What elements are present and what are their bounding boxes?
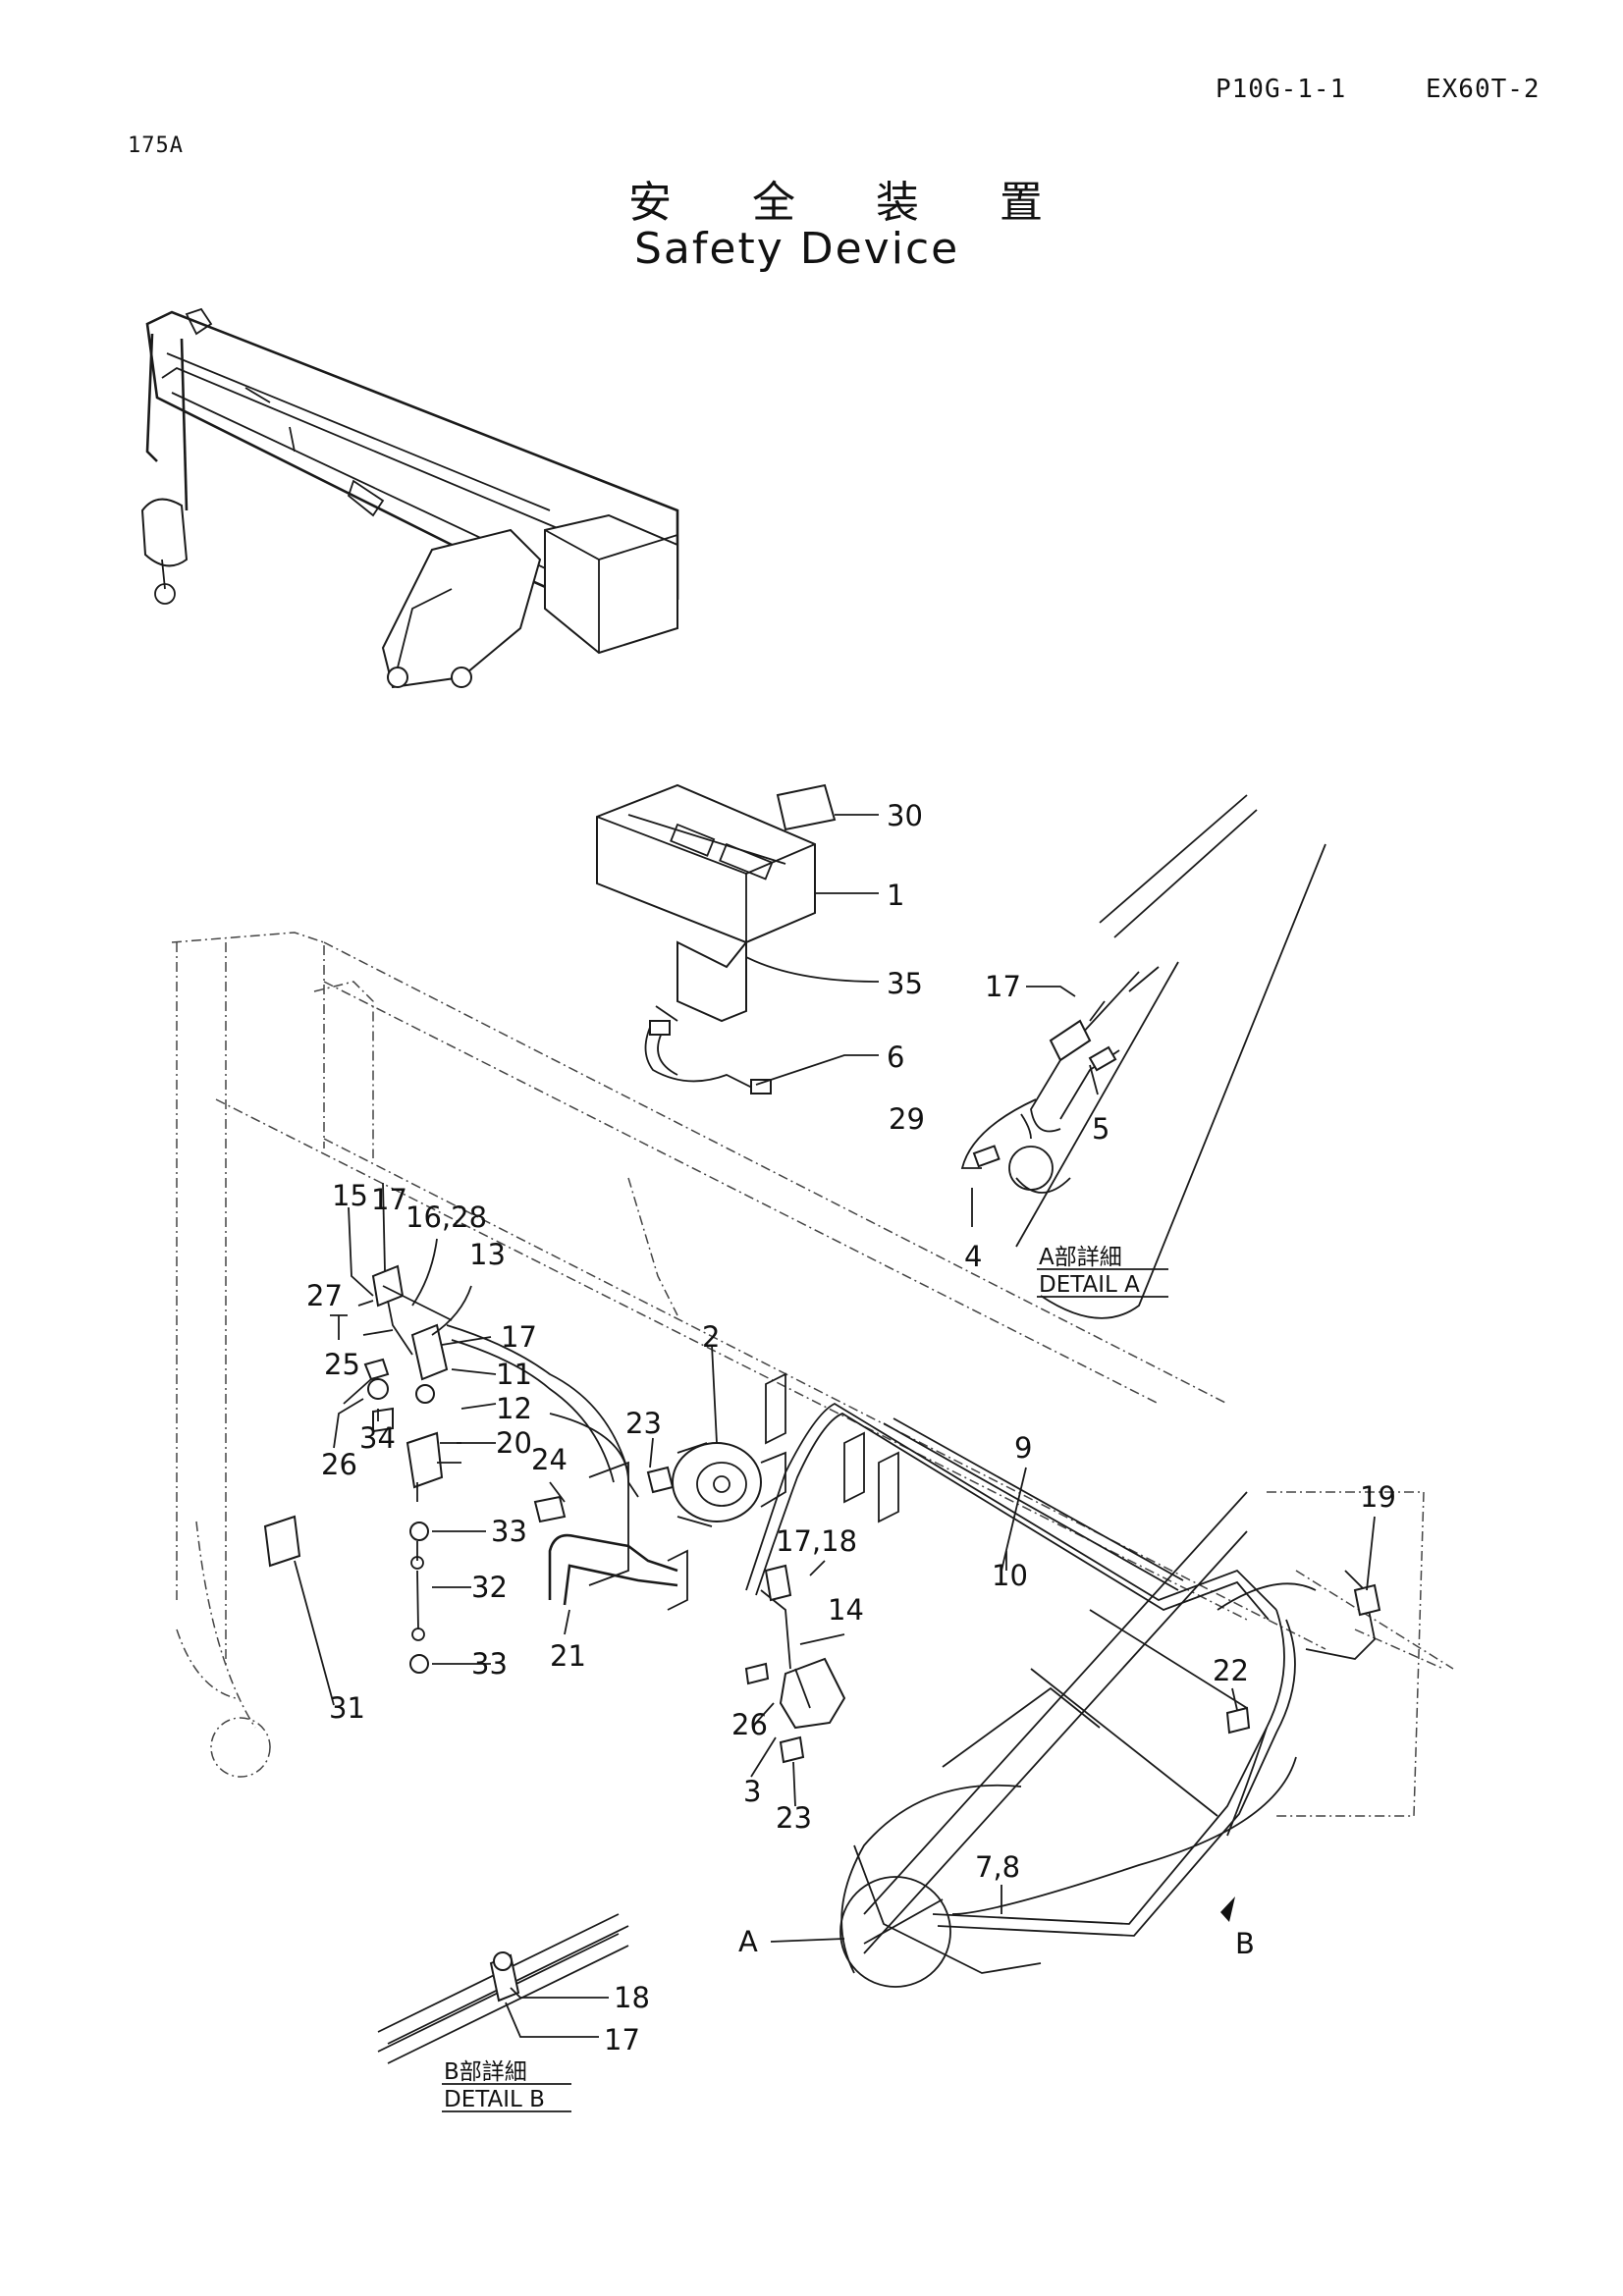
callout-34: 34 bbox=[359, 1421, 396, 1455]
callout-14: 14 bbox=[828, 1593, 864, 1627]
callout-6: 6 bbox=[887, 1041, 904, 1074]
callout-31: 31 bbox=[329, 1691, 365, 1725]
callout-5: 5 bbox=[1092, 1112, 1109, 1146]
callout-23-lower: 23 bbox=[776, 1801, 812, 1835]
callout-29: 29 bbox=[889, 1102, 925, 1136]
callout-a: A bbox=[738, 1925, 758, 1958]
callout-26-left: 26 bbox=[321, 1448, 357, 1481]
callout-17-detail-a: 17 bbox=[985, 970, 1021, 1003]
callout-7-8: 7,8 bbox=[975, 1850, 1020, 1884]
callout-17-upper: 17 bbox=[371, 1183, 407, 1216]
callout-b: B bbox=[1235, 1927, 1255, 1960]
callout-21: 21 bbox=[550, 1639, 586, 1673]
detail-a-japanese: A部詳細 bbox=[1039, 1245, 1122, 1270]
leader-lines bbox=[294, 814, 1376, 2038]
callout-23-upper: 23 bbox=[625, 1407, 662, 1440]
callout-17-mid: 17 bbox=[501, 1320, 537, 1354]
callout-1: 1 bbox=[887, 879, 904, 912]
callout-10: 10 bbox=[992, 1559, 1028, 1592]
callout-labels: 30 1 35 6 17 5 29 4 A部詳細 DETAIL A 15 17 … bbox=[306, 799, 1396, 2112]
limit-switch-assembly bbox=[263, 1264, 629, 1674]
callout-27: 27 bbox=[306, 1279, 343, 1312]
detail-b-arrow bbox=[1220, 1896, 1235, 1922]
callout-13: 13 bbox=[469, 1238, 506, 1271]
callout-17-detail-b: 17 bbox=[604, 2023, 640, 2056]
callout-15: 15 bbox=[332, 1179, 368, 1212]
callout-2: 2 bbox=[702, 1320, 720, 1354]
callout-11: 11 bbox=[496, 1358, 532, 1391]
drum-and-harness bbox=[533, 1372, 1381, 1937]
callout-22: 22 bbox=[1213, 1654, 1249, 1687]
callout-3: 3 bbox=[743, 1775, 761, 1808]
bracket-31 bbox=[263, 1515, 301, 1568]
callout-17-18: 17,18 bbox=[776, 1524, 857, 1558]
detail-b-english: DETAIL B bbox=[444, 2087, 545, 2112]
callout-32: 32 bbox=[471, 1571, 508, 1604]
monitor-unit bbox=[596, 783, 837, 1095]
callout-4: 4 bbox=[964, 1240, 982, 1273]
page-title-japanese: 安 全 装 置 bbox=[628, 178, 1076, 228]
callout-12: 12 bbox=[496, 1392, 532, 1425]
callout-30: 30 bbox=[887, 799, 923, 832]
boom-assembly bbox=[839, 1491, 1317, 1988]
callout-19: 19 bbox=[1360, 1480, 1396, 1514]
overview-crane-illustration bbox=[140, 307, 679, 689]
callout-24: 24 bbox=[531, 1443, 568, 1476]
sheet-number: 175A bbox=[128, 133, 184, 158]
callout-9: 9 bbox=[1014, 1431, 1032, 1465]
callout-18: 18 bbox=[614, 1981, 650, 2014]
detail-b-inset bbox=[377, 1913, 629, 2064]
main-crane-phantom-outline bbox=[171, 932, 1454, 1817]
callout-33-upper: 33 bbox=[491, 1515, 527, 1548]
model-number: EX60T-2 bbox=[1426, 75, 1541, 104]
callout-33-lower: 33 bbox=[471, 1647, 508, 1681]
decal-plate bbox=[776, 783, 837, 831]
detail-a-circle bbox=[839, 1876, 951, 1988]
detail-b-japanese: B部詳細 bbox=[444, 2059, 527, 2085]
page-code: P10G-1-1 bbox=[1216, 75, 1347, 104]
page-title-english: Safety Device bbox=[634, 224, 960, 274]
callout-25: 25 bbox=[324, 1348, 360, 1381]
callout-16-28: 16,28 bbox=[406, 1201, 487, 1234]
callout-35: 35 bbox=[887, 967, 923, 1000]
detail-a-inset bbox=[960, 794, 1326, 1319]
detail-a-english: DETAIL A bbox=[1039, 1272, 1140, 1298]
callout-20: 20 bbox=[496, 1426, 532, 1460]
callout-26-lower: 26 bbox=[731, 1708, 768, 1741]
